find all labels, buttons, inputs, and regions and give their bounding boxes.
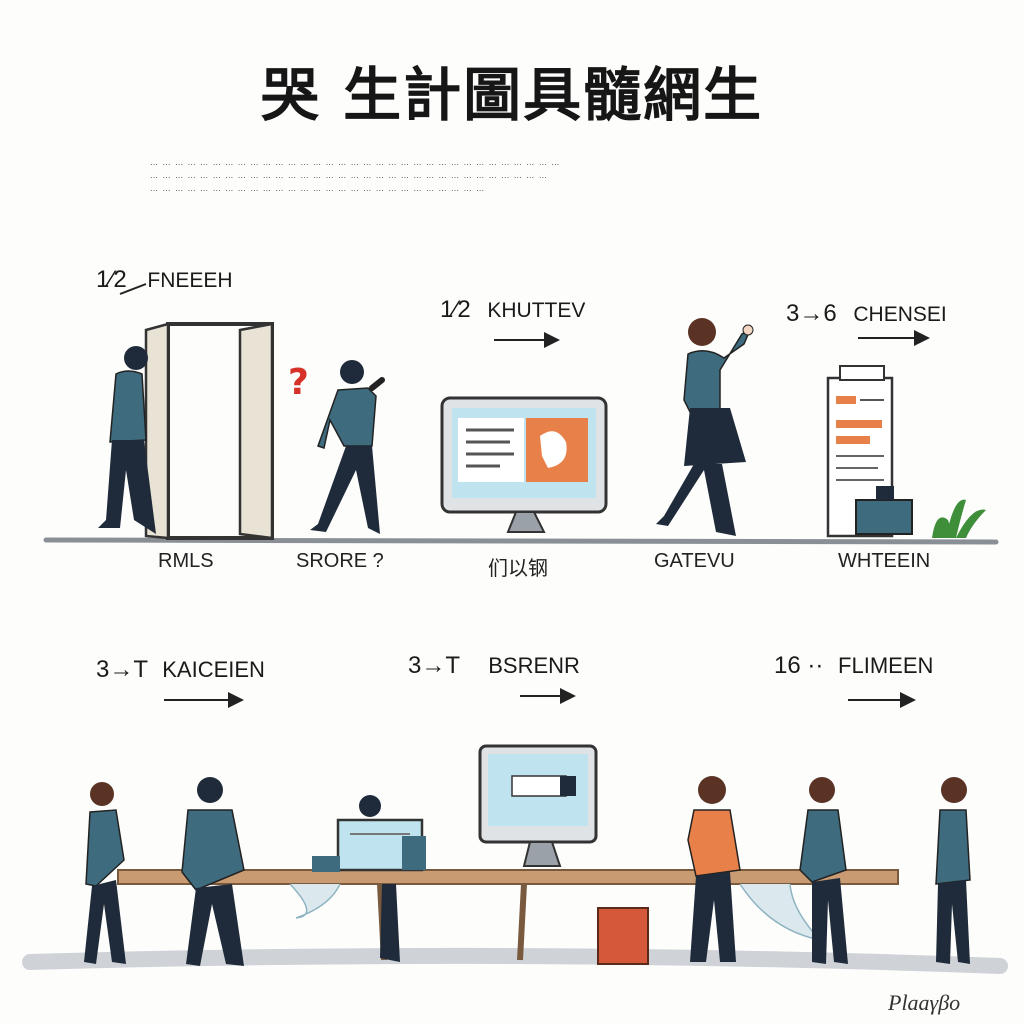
plant-icon (932, 500, 986, 538)
person-icon (688, 776, 740, 962)
doorway-icon (146, 324, 272, 538)
monitor-icon (312, 820, 426, 872)
person-icon (656, 318, 753, 536)
person-icon (310, 360, 382, 534)
document-icon (828, 366, 912, 536)
ground-line (30, 956, 1000, 966)
person-icon (182, 777, 244, 966)
monitor-icon (480, 746, 596, 866)
person-icon (936, 777, 970, 964)
question-mark-icon: ? (288, 362, 309, 403)
monitor-icon (442, 398, 606, 532)
ground-line (46, 540, 996, 542)
